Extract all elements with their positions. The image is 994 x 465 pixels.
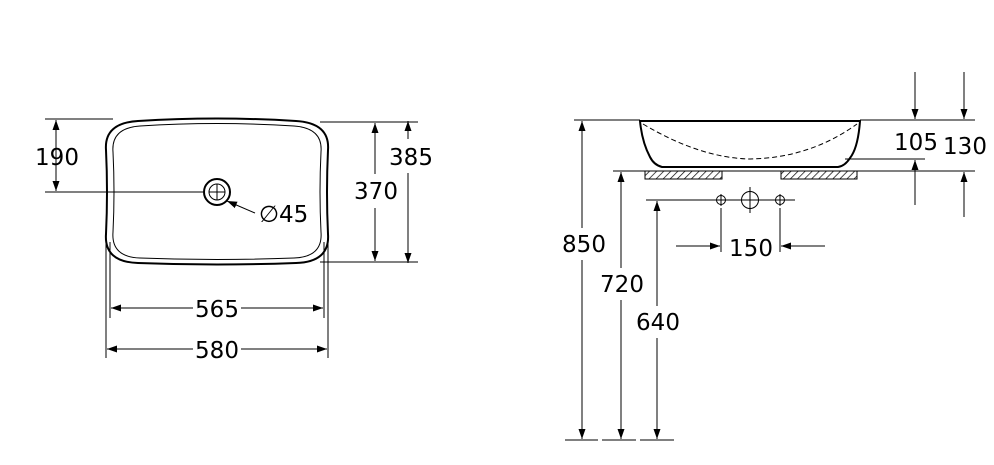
- dim-label-385: 385: [389, 145, 433, 171]
- dim-label-190: 190: [35, 145, 79, 171]
- dim-label-370: 370: [354, 179, 398, 205]
- dim-label-105: 105: [894, 130, 938, 156]
- dim-label-565: 565: [195, 297, 239, 323]
- countertop-left: [644, 170, 723, 180]
- basin-side-profile: [638, 120, 862, 168]
- side-view: 850 720 640 150 105 130: [560, 72, 990, 441]
- dim-label-drain: ∅45: [259, 202, 308, 228]
- basin-hidden-bowl: [642, 123, 858, 160]
- drain-leader: [226, 200, 256, 214]
- basin-outline-inner: [112, 123, 322, 260]
- countertop-right: [780, 170, 858, 180]
- dim-label-150: 150: [729, 236, 773, 262]
- drain-symbol: [203, 178, 231, 206]
- dim-label-720: 720: [600, 272, 644, 298]
- dim-label-130: 130: [943, 134, 987, 160]
- dim-label-580: 580: [195, 338, 239, 364]
- dim-label-640: 640: [636, 310, 680, 336]
- top-view: 190 370 385 ∅45 565 580: [35, 117, 434, 364]
- basin-outline-outer: [104, 117, 330, 266]
- dim-label-850: 850: [562, 232, 606, 258]
- water-connection-symbols: [715, 187, 786, 213]
